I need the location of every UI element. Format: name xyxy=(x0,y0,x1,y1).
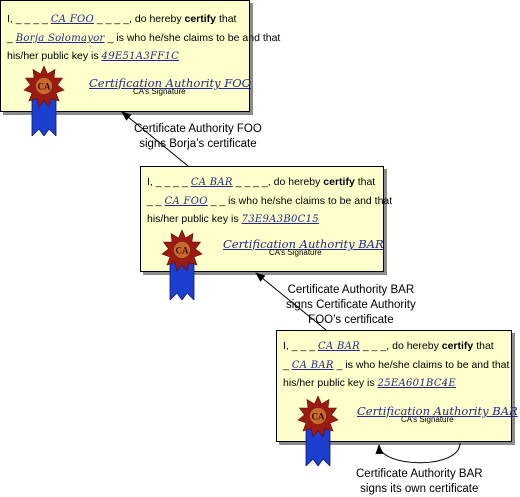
cert-line-1: I, _ _ _ _ CA BAR _ _ _ _, do hereby cer… xyxy=(147,176,376,188)
arrow-self-to-bar xyxy=(255,272,327,331)
ca-signature: Certification Authority FOO xyxy=(89,76,252,90)
caption-bar-signs: Certificate Authority BAR signs Certific… xyxy=(286,284,416,326)
caption-foo-signs: Certificate Authority FOO signs Borja’s … xyxy=(134,123,262,150)
ca-signature: Certification Authority BAR xyxy=(357,404,518,418)
signature-caption: CA’s Signature xyxy=(401,415,454,424)
svg-text:CA: CA xyxy=(176,246,189,256)
public-key: 25EA601BC4E xyxy=(377,378,457,389)
arrow-bar-to-foo xyxy=(121,111,189,167)
public-key: 49E51A3FF1C xyxy=(101,51,180,62)
public-key: 73E9A3B0C15 xyxy=(241,214,319,225)
caption-self-signs: Certificate Authority BAR signs its own … xyxy=(356,468,483,495)
issuer-name: CA BAR xyxy=(318,341,360,352)
subject-name: CA FOO xyxy=(164,196,208,207)
cert-line-1: I, _ _ _ _ CA FOO _ _ _ _, do hereby cer… xyxy=(7,13,237,25)
ca-seal-icon: CA xyxy=(158,228,206,301)
ca-seal-icon: CA xyxy=(294,394,342,467)
svg-text:CA: CA xyxy=(312,412,325,422)
ca-signature: Certification Authority BAR xyxy=(223,237,384,251)
issuer-name: CA FOO xyxy=(50,14,94,25)
signature-caption: CA’s Signature xyxy=(133,87,186,96)
cert-line-2: _ Borja Solomayor _ is who he/she claims… xyxy=(7,32,281,44)
signature-caption: CA’s Signature xyxy=(269,248,322,257)
subject-name: Borja Solomayor xyxy=(15,33,105,44)
cert-line-2: _ _ CA FOO _ _ is who he/she claims to b… xyxy=(147,195,393,207)
cert-line-3: his/her public key is 25EA601BC4E xyxy=(283,377,457,389)
cert-line-2: _ CA BAR _ is who he/she claims to be an… xyxy=(283,359,510,371)
issuer-name: CA BAR xyxy=(190,177,233,188)
cert-line-3: his/her public key is 73E9A3B0C15 xyxy=(147,213,319,225)
ca-seal-icon: CA xyxy=(20,64,68,137)
cert-line-1: I, _ _ _ CA BAR _ _ _, do hereby certify… xyxy=(283,340,494,352)
arrow-self-loop xyxy=(375,442,461,464)
cert-line-3: his/her public key is 49E51A3FF1C xyxy=(7,50,180,62)
svg-text:CA: CA xyxy=(38,82,51,92)
subject-name: CA BAR xyxy=(291,360,334,371)
